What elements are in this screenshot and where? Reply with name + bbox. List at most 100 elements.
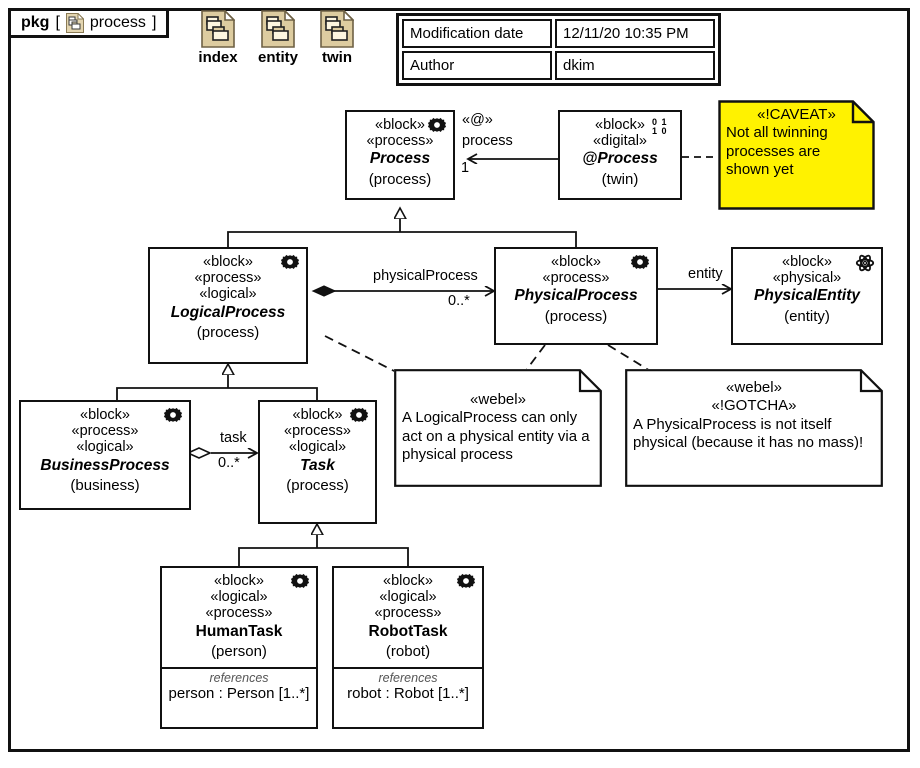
reference-property: robot : Robot [1..*] [347, 685, 469, 703]
note-stereotype-secondary: «!GOTCHA» [711, 397, 797, 415]
references-compartment: references robot : Robot [1..*] [334, 667, 482, 706]
reference-property: person : Person [1..*] [168, 685, 310, 703]
gear-icon [427, 117, 447, 137]
note-webel-gotcha: «webel» «!GOTCHA» A PhysicalProcess is n… [625, 369, 883, 487]
block-physical-process[interactable]: «block» «process» PhysicalProcess (proce… [494, 247, 658, 345]
block-stereotype: «block» [203, 254, 253, 270]
note-body-text: A LogicalProcess can only act on a physi… [402, 409, 590, 463]
block-human-task[interactable]: «block» «logical» «process» HumanTask (p… [160, 566, 318, 729]
metadata-key: Modification date [402, 19, 552, 48]
block-business-process[interactable]: «block» «process» «logical» BusinessProc… [19, 400, 191, 510]
block-stereotype: «block» [80, 407, 130, 423]
block-name: LogicalProcess [170, 303, 286, 321]
digital-binary-icon: 0 1 1 0 [652, 118, 676, 138]
metadata-value: dkim [555, 51, 715, 80]
block-stereotype: «process» [284, 423, 351, 440]
edge-generalization-logicalprocess [116, 364, 318, 400]
block-name: RobotTask [368, 622, 448, 640]
gear-icon [456, 573, 476, 593]
references-title: references [209, 671, 269, 686]
block-stereotype: «process» [542, 270, 610, 287]
package-header-tab: pkg [ process ] [8, 8, 170, 38]
package-file-icon [201, 9, 236, 48]
block-name: PhysicalEntity [754, 287, 860, 305]
block-at-process[interactable]: 0 1 1 0 «block» «digital» @Process (twin… [558, 110, 682, 200]
package-icon-label: index [198, 49, 238, 66]
edge-generalization-process [227, 208, 577, 247]
block-stereotype: «block» [214, 573, 264, 589]
binary-bottom: 1 0 [652, 126, 668, 136]
metadata-key: Author [402, 51, 552, 80]
gear-icon [630, 254, 650, 274]
block-stereotype: «logical» [379, 589, 437, 606]
edge-label-physicalprocess-multiplicity: 0..* [448, 293, 470, 309]
block-task[interactable]: «block» «process» «logical» Task (proces… [258, 400, 377, 524]
block-stereotype: «block» [383, 573, 433, 589]
block-package-ref: (business) [70, 477, 140, 495]
gear-icon [163, 407, 183, 427]
package-icon-entity[interactable]: entity [246, 9, 310, 66]
edge-business-to-task [186, 447, 257, 459]
block-stereotype: «block» [595, 117, 645, 133]
package-icon-index[interactable]: index [186, 9, 250, 66]
block-name: Task [300, 456, 335, 474]
block-stereotype: «process» [205, 605, 273, 622]
edge-generalization-task [238, 524, 409, 566]
package-file-icon [320, 9, 355, 48]
block-name: Process [369, 150, 431, 168]
block-package-ref: (entity) [784, 308, 830, 326]
block-stereotype: «block» [292, 407, 343, 423]
block-stereotype: «logical» [210, 589, 268, 606]
package-icon-label: twin [322, 49, 352, 66]
block-physical-entity[interactable]: «block» «physical» PhysicalEntity (entit… [731, 247, 883, 345]
block-stereotype: «digital» [592, 133, 647, 150]
block-robot-task[interactable]: «block» «logical» «process» RobotTask (r… [332, 566, 484, 729]
block-package-ref: (person) [211, 643, 267, 661]
block-package-ref: (robot) [385, 643, 431, 661]
bracket-open: [ [55, 14, 60, 31]
block-package-ref: (process) [368, 171, 432, 189]
table-row: Author dkim [402, 51, 715, 80]
edge-label-physicalprocess-role: physicalProcess [373, 268, 478, 284]
edge-label-entity-role: entity [688, 266, 723, 282]
block-process[interactable]: «block» «process» Process (process) [345, 110, 455, 200]
package-icon-twin[interactable]: twin [305, 9, 369, 66]
package-file-icon [261, 9, 296, 48]
block-stereotype: «logical» [199, 286, 257, 303]
block-stereotype: «block» [375, 117, 425, 133]
block-package-ref: (twin) [601, 171, 639, 189]
metadata-value: 12/11/20 10:35 PM [555, 19, 715, 48]
gear-icon [280, 254, 300, 274]
block-stereotype: «physical» [772, 270, 842, 287]
table-row: Modification date 12/11/20 10:35 PM [402, 19, 715, 48]
block-stereotype: «process» [366, 133, 434, 150]
edge-label-twin-role: process [462, 133, 513, 149]
block-stereotype: «block» [551, 254, 601, 270]
note-stereotype: «webel» [726, 379, 782, 396]
block-package-ref: (process) [544, 308, 608, 326]
edge-label-twin-multiplicity: 1 [461, 160, 470, 176]
block-stereotype: «process» [71, 423, 139, 440]
edge-label-task-multiplicity: 0..* [218, 455, 240, 471]
block-logical-process[interactable]: «block» «process» «logical» LogicalProce… [148, 247, 308, 364]
note-stereotype: «!CAVEAT» [757, 106, 836, 123]
bracket-close: ] [151, 14, 157, 31]
block-name: @Process [582, 150, 658, 168]
package-name-label: process [89, 14, 146, 31]
package-kind-label: pkg [21, 14, 50, 31]
block-stereotype: «block» [782, 254, 832, 270]
atom-icon [855, 254, 875, 274]
metadata-table: Modification date 12/11/20 10:35 PM Auth… [396, 13, 721, 86]
edge-label-twin-stereotype: «@» [462, 112, 493, 128]
note-stereotype: «webel» [470, 391, 526, 408]
edge-logical-to-webel-note [324, 335, 407, 378]
package-icon-label: entity [257, 49, 298, 66]
block-package-ref: (process) [196, 324, 260, 342]
edge-logical-to-physical [311, 285, 494, 296]
block-name: PhysicalProcess [514, 287, 638, 305]
note-webel-logical: «webel» A LogicalProcess can only act on… [394, 369, 602, 487]
block-name: HumanTask [195, 622, 283, 640]
block-stereotype: «process» [374, 605, 442, 622]
block-stereotype: «process» [194, 270, 262, 287]
